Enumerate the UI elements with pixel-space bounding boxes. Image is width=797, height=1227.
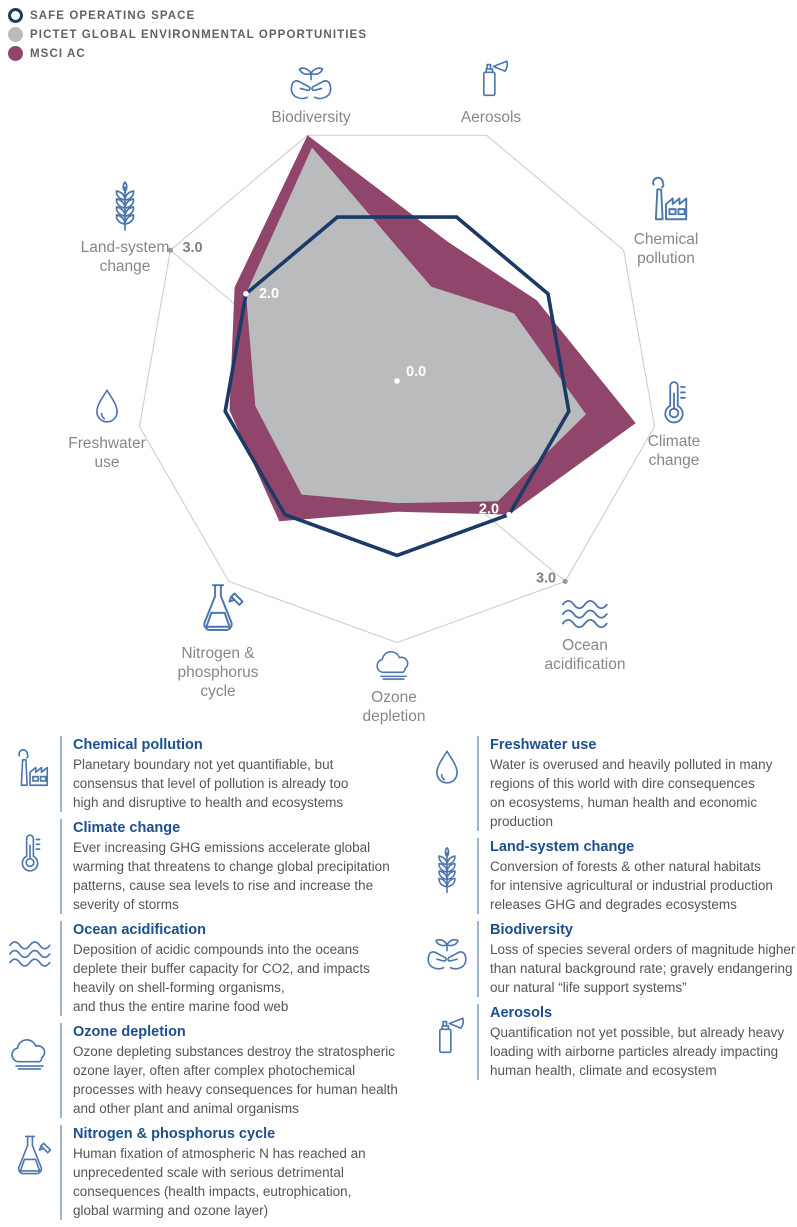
description-item: Aerosols Quantification not yet possible… <box>417 1004 797 1080</box>
cloud-icon <box>7 1029 53 1081</box>
flask-icon <box>7 1131 53 1183</box>
axis-label-ocean-acidification: Ocean acidification <box>520 594 650 674</box>
description-title: Freshwater use <box>490 737 597 753</box>
tick-dot <box>394 378 400 384</box>
thermometer-icon <box>648 372 700 428</box>
description-title: Climate change <box>73 820 181 836</box>
description-title: Chemical pollution <box>73 737 203 753</box>
description-item: Ozone depletion Ozone depleting substanc… <box>0 1023 417 1118</box>
axis-label-climate-change: Climate change <box>609 372 739 470</box>
radar-chart: 3.0 3.0 2.0 2.0 0.0 <box>138 134 656 644</box>
axis-label-land-system-change: Land-system change <box>60 178 190 276</box>
description-item: Chemical pollution Planetary boundary no… <box>0 736 417 812</box>
description-body: Ozone depleting substances destroy the s… <box>73 1044 398 1116</box>
description-item: Nitrogen & phosphorus cycle Human fixati… <box>0 1125 417 1220</box>
tick-label: 0.0 <box>406 364 426 380</box>
description-item: Land-system change Conversion of forests… <box>417 838 797 914</box>
axis-label-biodiversity: Biodiversity <box>246 60 376 127</box>
tick-label: 2.0 <box>259 286 279 302</box>
spray-can-icon <box>468 54 514 104</box>
description-body: Conversion of forests & other natural ha… <box>490 859 773 912</box>
description-item: Biodiversity Loss of species several ord… <box>417 921 797 997</box>
tick-dot <box>506 511 512 518</box>
description-item: Ocean acidification Deposition of acidic… <box>0 921 417 1016</box>
chart-legend: SAFE OPERATING SPACE PICTET GLOBAL ENVIR… <box>8 6 367 63</box>
description-body: Human fixation of atmospheric N has reac… <box>73 1146 366 1218</box>
flask-icon <box>190 580 246 640</box>
wheat-icon <box>100 178 150 234</box>
description-body: Planetary boundary not yet quantifiable,… <box>73 757 349 810</box>
factory-icon <box>7 742 53 794</box>
grid-outline <box>138 134 656 644</box>
tick-dot <box>243 291 249 297</box>
axis-label-nitrogen-phosphorus-cycle: Nitrogen & phosphorus cycle <box>153 580 283 701</box>
description-item: Freshwater use Water is overused and hea… <box>417 736 797 831</box>
tick-label: 3.0 <box>182 240 202 256</box>
legend-item-pictet: PICTET GLOBAL ENVIRONMENTAL OPPORTUNITIE… <box>8 25 367 44</box>
legend-swatch-gray <box>8 27 23 42</box>
legend-label: MSCI AC <box>30 47 86 60</box>
tick-label: 3.0 <box>536 570 556 586</box>
grid-dot <box>562 578 568 584</box>
description-title: Ocean acidification <box>73 922 206 938</box>
waves-icon <box>559 594 611 632</box>
axis-label-chemical-pollution: Chemical pollution <box>601 172 731 268</box>
legend-label: PICTET GLOBAL ENVIRONMENTAL OPPORTUNITIE… <box>30 28 368 41</box>
hands-plant-icon <box>424 927 470 979</box>
description-body: Quantification not yet possible, but alr… <box>490 1025 785 1078</box>
grid-dot <box>167 247 174 253</box>
description-item: Climate change Ever increasing GHG emiss… <box>0 819 417 914</box>
description-body: Water is overused and heavily polluted i… <box>490 757 773 829</box>
legend-item-safe-operating-space: SAFE OPERATING SPACE <box>8 6 367 25</box>
description-title: Biodiversity <box>490 922 573 938</box>
description-title: Land-system change <box>490 839 635 855</box>
cloud-icon <box>369 648 419 684</box>
wheat-icon <box>424 844 470 896</box>
legend-swatch-maroon <box>8 46 23 61</box>
legend-swatch-ring <box>8 8 23 23</box>
description-body: Deposition of acidic compounds into the … <box>73 942 370 1014</box>
axis-label-freshwater-use: Freshwater use <box>42 384 172 472</box>
drop-icon <box>424 742 470 794</box>
tick-label: 2.0 <box>479 502 499 518</box>
series-safe-operating-space <box>223 215 571 558</box>
factory-icon <box>639 172 693 226</box>
hands-plant-icon <box>287 60 335 104</box>
legend-item-msci: MSCI AC <box>8 44 367 63</box>
axis-label-aerosols: Aerosols <box>426 54 556 127</box>
series-pictet-global-environmental-opportunities <box>246 147 586 504</box>
description-title: Aerosols <box>490 1005 553 1021</box>
drop-icon <box>84 384 130 430</box>
waves-icon <box>7 927 53 979</box>
descriptions-left-column: Chemical pollution Planetary boundary no… <box>0 736 417 1227</box>
description-body: Loss of species several orders of magnit… <box>490 942 796 995</box>
legend-label: SAFE OPERATING SPACE <box>30 9 196 22</box>
description-title: Nitrogen & phosphorus cycle <box>73 1126 276 1142</box>
descriptions-right-column: Freshwater use Water is overused and hea… <box>417 736 797 1087</box>
radar-chart-section: 3.0 3.0 2.0 2.0 0.0 SAFE OPERATING SPACE PIC… <box>8 6 739 726</box>
description-title: Ozone depletion <box>73 1024 186 1040</box>
description-body: Ever increasing GHG emissions accelerate… <box>73 840 390 912</box>
axis-label-ozone-depletion: Ozone depletion <box>329 648 459 726</box>
thermometer-icon <box>7 825 53 877</box>
spray-can-icon <box>424 1010 470 1062</box>
